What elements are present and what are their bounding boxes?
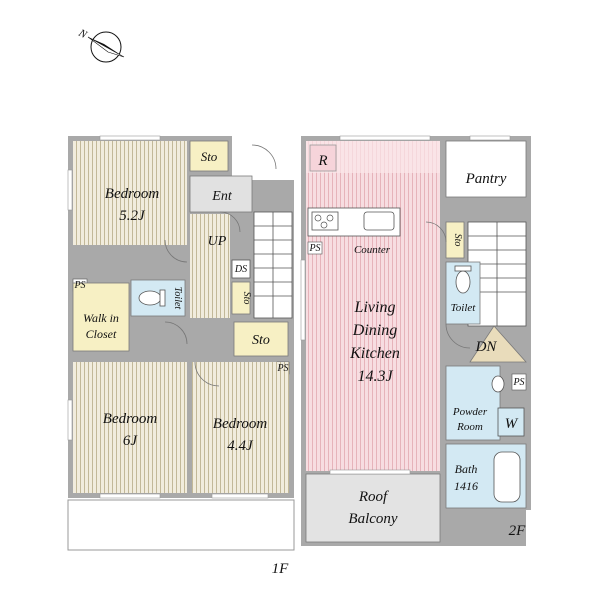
pantry-label: Pantry — [465, 171, 507, 187]
toilet-1f-label: Toilet — [172, 287, 183, 310]
second-floor: R PS Counter Living Dining Kitchen 14.3J… — [300, 135, 531, 546]
bedroom-5-2-name: Bedroom — [105, 186, 160, 202]
walk-in-closet-room — [72, 282, 130, 352]
up-stair-area — [190, 214, 230, 318]
bedroom-4-4-name: Bedroom — [213, 416, 268, 432]
washer-box — [497, 407, 525, 437]
bedroom-4-4-size: 4.4J — [227, 438, 254, 454]
ldk-size: 14.3J — [357, 368, 393, 385]
powder-room-line2: Room — [456, 421, 483, 433]
refrigerator-box — [309, 144, 337, 172]
stove-burner-icon — [320, 221, 328, 229]
floor-label-2f: 2F — [509, 523, 527, 539]
bedroom-5-2-room — [73, 141, 187, 245]
storage-small-label: Sto — [241, 292, 252, 305]
sink-icon — [363, 211, 395, 231]
refrigerator-label: R — [317, 153, 327, 169]
compass-label: N — [76, 27, 90, 42]
toilet-2f-label: Toilet — [451, 302, 477, 314]
first-floor: Bedroom 5.2J Sto Ent UP DS Sto Toilet PS… — [67, 135, 295, 577]
bedroom-6-room — [73, 362, 187, 493]
compass: N — [76, 27, 125, 63]
bath-line1: Bath — [455, 462, 478, 476]
windows-2f — [300, 135, 511, 475]
roof-balcony — [305, 473, 441, 543]
ps-2f-box — [307, 241, 323, 255]
toilet-2f-icon — [455, 270, 471, 294]
storage-2f-label: Sto — [452, 234, 463, 247]
bedroom-5-2-size: 5.2J — [119, 208, 146, 224]
washer-label: W — [505, 416, 519, 432]
toilet-1f-icon — [138, 290, 162, 306]
1f-porch — [67, 499, 295, 551]
wash-basin-icon — [491, 375, 505, 393]
ldk-line3: Kitchen — [349, 345, 400, 362]
ldk-line1: Living — [354, 299, 396, 316]
ds-shaft — [231, 259, 251, 279]
bathtub-icon — [493, 451, 521, 503]
toilet-1f-tank-icon — [159, 289, 166, 307]
ps-2f-right-box — [511, 373, 527, 391]
storage-mid-room — [233, 321, 289, 357]
ps-1f-label: PS — [73, 280, 85, 291]
2f-right-outer — [526, 510, 531, 546]
ldk-room — [306, 141, 440, 471]
down-label: DN — [475, 339, 498, 355]
stove-icon — [311, 211, 339, 231]
walk-in-closet-line2: Closet — [86, 327, 117, 341]
roof-balcony-line2: Balcony — [348, 511, 397, 527]
stove-burner-icon — [326, 214, 334, 222]
compass-needle-tail-icon — [87, 36, 125, 58]
bedroom-6-size: 6J — [123, 433, 139, 449]
floor-label-1f: 1F — [272, 561, 290, 577]
windows-1f — [67, 135, 269, 499]
door-swings-2f — [425, 221, 471, 349]
storage-top-room — [189, 140, 229, 172]
bath-line2: 1416 — [454, 479, 478, 493]
toilet-2f-tank-icon — [454, 265, 472, 272]
ds-label: DS — [234, 264, 247, 275]
ps-1f-mid-label: PS — [276, 363, 288, 374]
storage-small-room — [231, 281, 251, 315]
down-stair-landing — [469, 325, 527, 363]
storage-top-label: Sto — [201, 149, 218, 164]
roof-balcony-line1: Roof — [358, 489, 389, 505]
powder-room-line1: Powder — [452, 406, 488, 418]
ldk-line2: Dining — [352, 322, 397, 339]
counter-label: Counter — [354, 244, 391, 256]
powder-room — [445, 365, 501, 441]
bedroom-6-name: Bedroom — [103, 411, 158, 427]
stove-burner-icon — [314, 214, 322, 222]
door-swings-1f — [164, 144, 277, 387]
storage-mid-label: Sto — [252, 333, 270, 348]
up-label: UP — [208, 234, 227, 249]
pantry-room — [445, 140, 527, 198]
ps-2f-right-label: PS — [512, 377, 524, 388]
stairs-1f — [253, 211, 293, 319]
entrance-room — [189, 175, 253, 213]
ps-2f-label: PS — [308, 243, 320, 254]
1f-entrance-notch — [232, 136, 294, 180]
entrance-label: Ent — [211, 189, 233, 204]
walk-in-closet-line1: Walk in — [83, 311, 119, 325]
